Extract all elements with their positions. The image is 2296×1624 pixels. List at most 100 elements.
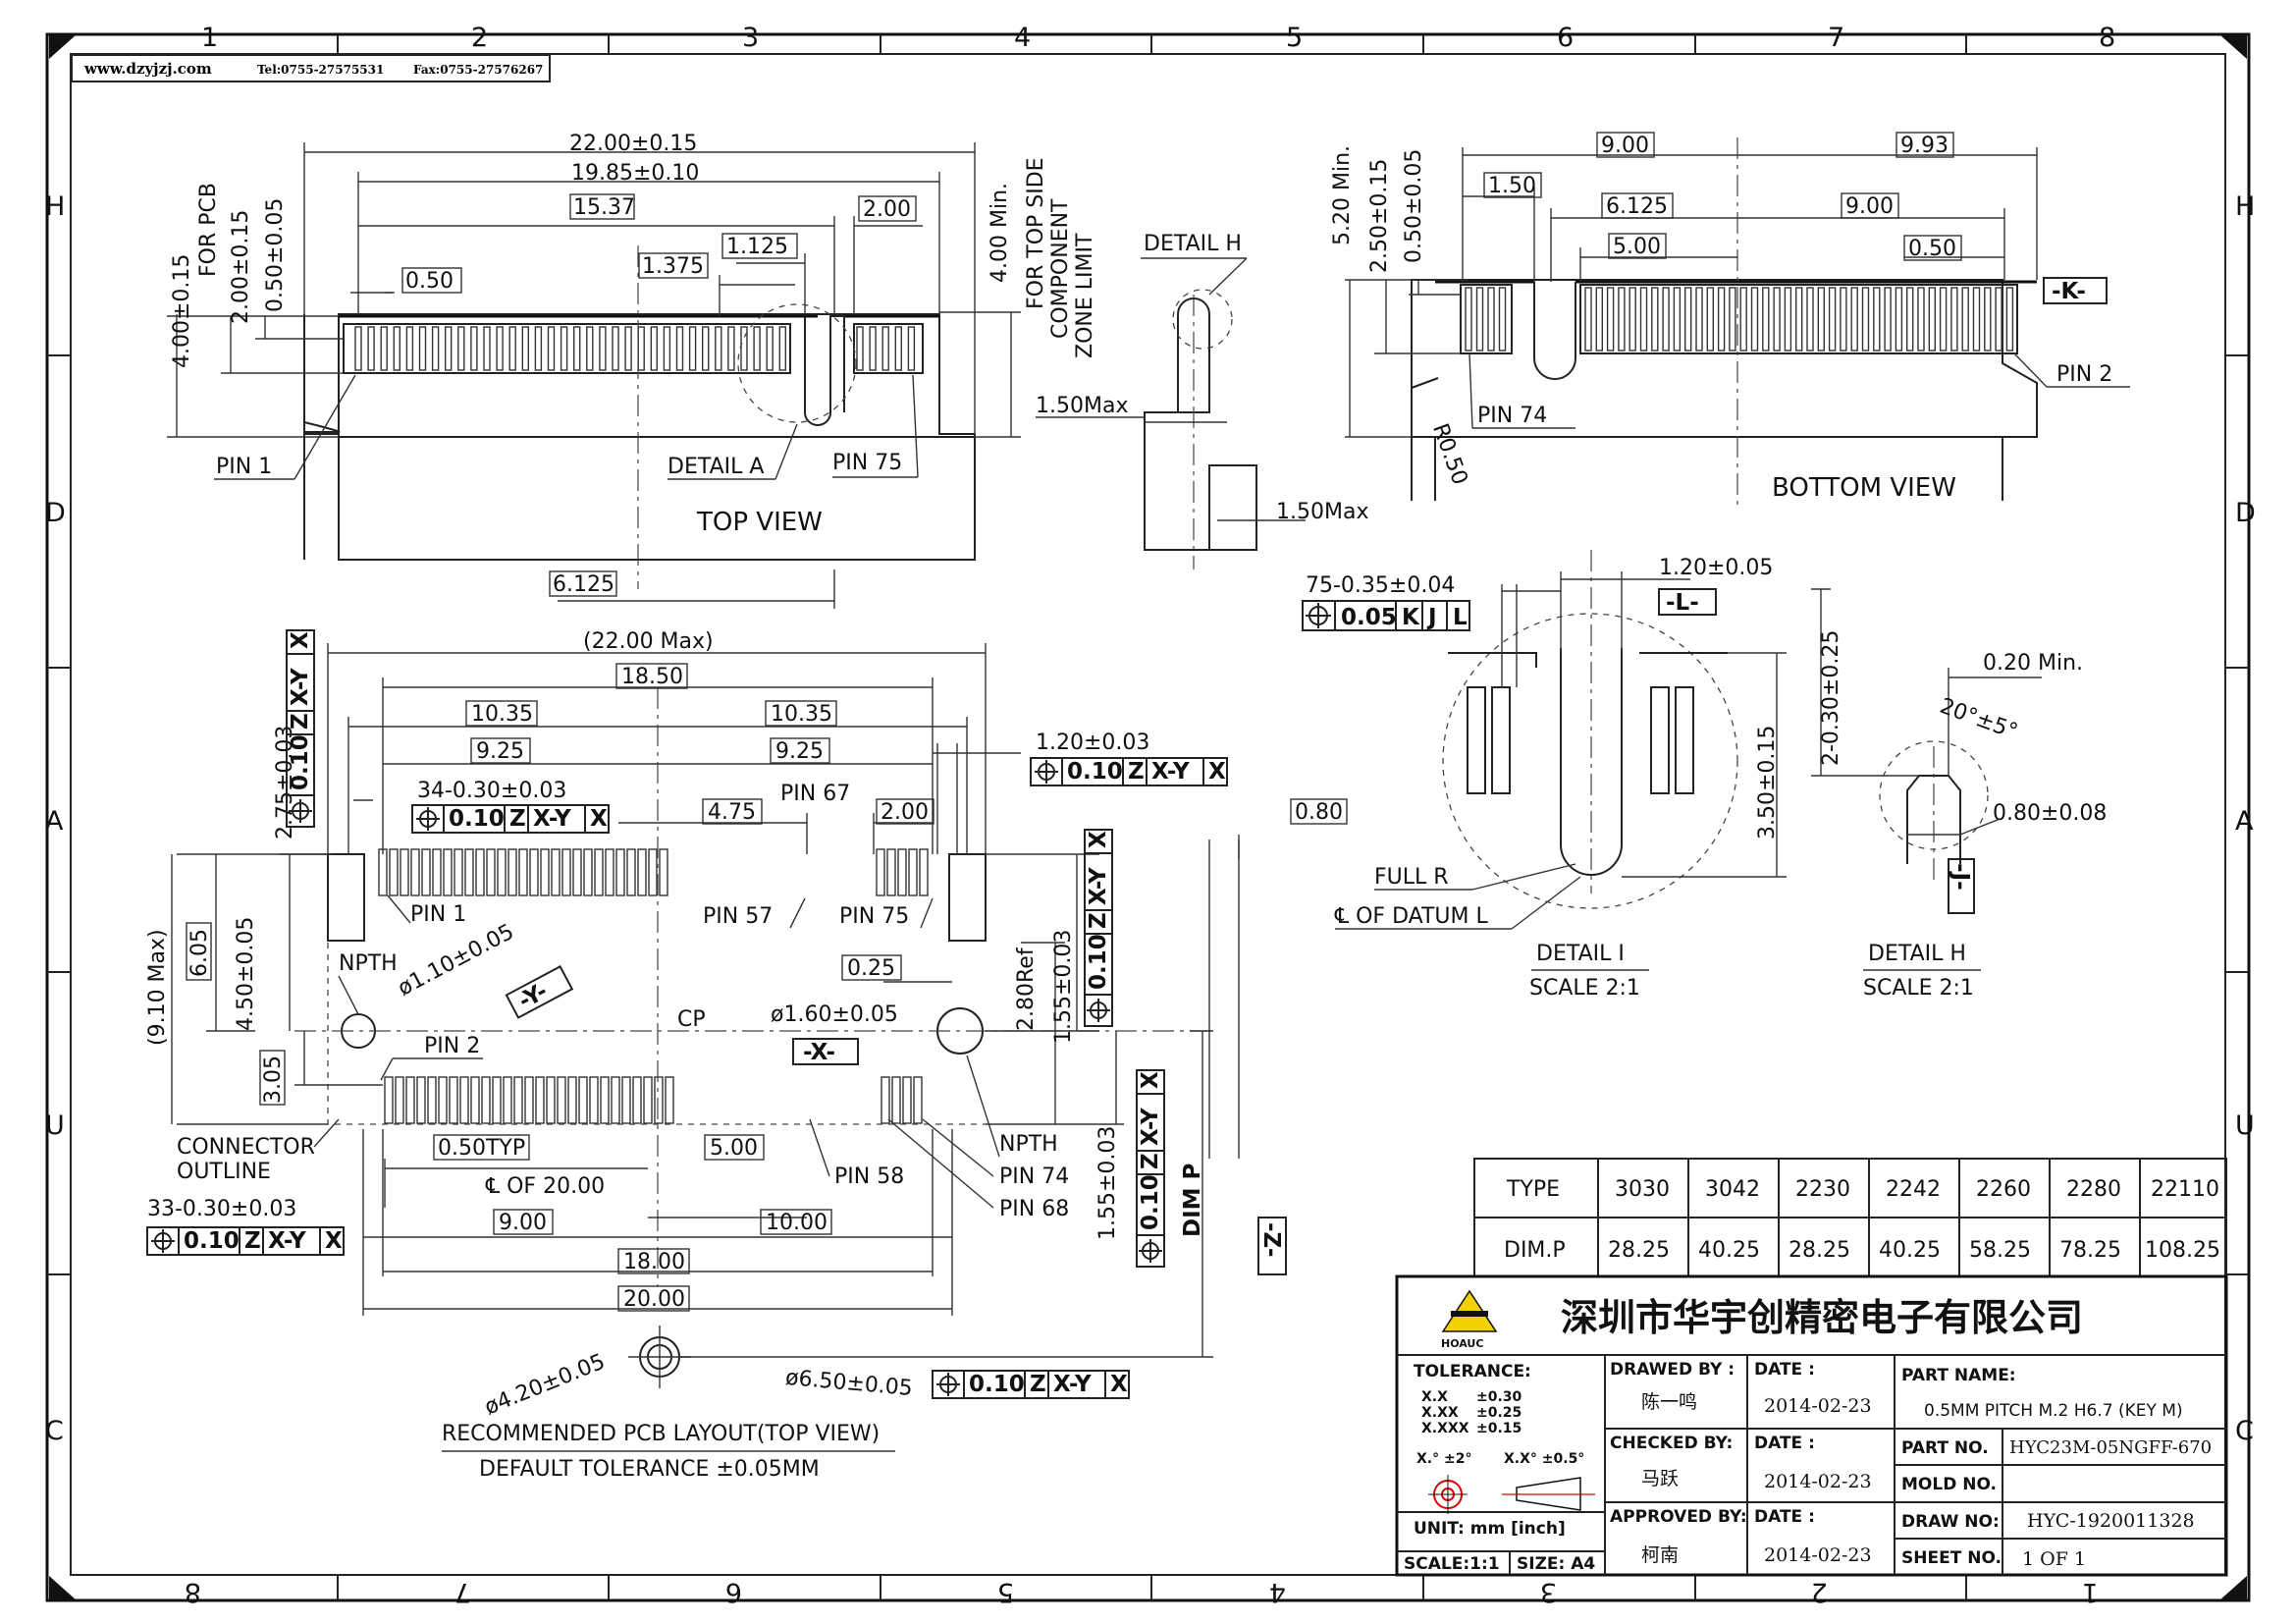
top-dim-19-85: 19.85±0.10 [571,161,699,186]
tol-row1-key: X.X [1421,1389,1448,1405]
tolerance-label: TOLERANCE: [1414,1362,1531,1381]
fcf-cell: X [1208,759,1226,785]
part-no-label: PART NO. [1901,1438,1989,1458]
connector-pin [1651,287,1659,352]
connector-pin [1917,287,1925,352]
fcf-cell: 0.10 [969,1372,1025,1397]
pcb-dim-2-75: 2.75±0.03 [273,726,297,839]
fcf-cell: Z [244,1228,261,1254]
fcf-l: L [1453,605,1468,630]
pcb-pad [643,1076,653,1124]
connector-pin [881,326,889,371]
logo-text: HOAUC [1441,1337,1483,1350]
pcb-dim-dia-1-60: ø1.60±0.05 [771,1002,898,1027]
connector-pin [534,326,543,371]
pcb-pad [540,848,550,896]
zone-bottom-6: 6 [725,1577,742,1607]
pcb-pad [384,1076,394,1124]
top-dim-22-00: 22.00±0.15 [569,132,697,156]
top-dim-1-125: 1.125 [726,235,788,259]
connector-pin [1995,287,2002,352]
pcb-pad [400,848,409,896]
tol-row2-key: X.XX [1421,1405,1459,1421]
pcb-pad [659,848,668,896]
pcb-pad [637,848,647,896]
top-view-title: TOP VIEW [696,508,823,537]
checked-by-label: CHECKED BY: [1610,1434,1733,1453]
top-view: 15.37 2.00 1.125 1.375 0.50 22.00±0.15 1… [167,132,1097,609]
detail-h-title: DETAIL H [1868,942,1966,966]
connector-pin [1784,287,1792,352]
table-header-2242: 2242 [1886,1177,1941,1202]
top-dim-2-00: 2.00 [863,197,911,222]
pcb-pad [454,848,463,896]
pcb-pad [432,848,442,896]
detail-i: 75-0.35±0.04 1.20±0.05 3.50±0.15 0.05 K … [1302,550,1787,1001]
drawing-frame [45,32,2251,1602]
date-label-2: DATE : [1754,1434,1815,1453]
bot-label-pin74: PIN 74 [1477,404,1547,428]
connector-pin [778,326,786,371]
pcb-label-pin2: PIN 2 [424,1034,480,1058]
connector-pin [1729,287,1736,352]
pcb-pad [464,848,474,896]
pcb-pad [486,848,496,896]
connector-pin [1762,287,1770,352]
top-note-zone-limit: ZONE LIMIT [1073,233,1097,358]
top-dim-4-00-min: 4.00 Min. [988,183,1012,283]
connector-pin [367,326,375,371]
connector-pin [727,326,735,371]
table-cell-2280: 78.25 [2059,1238,2121,1263]
pcb-pad [416,1076,426,1124]
pcb-pad [913,1076,923,1124]
company-logo: HOAUC [1441,1289,1498,1350]
connector-pin [766,326,774,371]
pcb-dim-6-05: 6.05 [187,929,212,977]
fcf-cell: 0.10 [184,1228,240,1254]
zone-left-d: D [45,498,66,528]
connector-pin [1972,287,1981,352]
connector-pin [1618,287,1626,352]
pcb-dim-34: 34-0.30±0.03 [417,779,566,803]
connector-pin [470,326,478,371]
connector-pin [688,326,697,371]
connector-pin [1794,287,1803,352]
zone-left-h: H [45,191,65,222]
connector-pin [1606,287,1615,352]
zone-right-a: A [2235,806,2254,837]
datum-y: -Y- [514,979,552,1015]
zone-top-2: 2 [471,23,488,53]
connector-pin [1683,287,1692,352]
pcb-pad [902,1076,912,1124]
connector-pin [856,326,864,371]
bot-dim-r050: R0.50 [1427,420,1471,488]
connector-pin [1717,287,1726,352]
side-view-detail-h: DETAIL H 1.50Max 1.50Max [1036,232,1368,569]
connector-pin [1895,287,1903,352]
dim-p-table: TYPE 3030 3042 2230 2242 2260 2280 22110… [1473,1158,2227,1277]
top-dim-6-125: 6.125 [553,572,614,597]
connector-pin [1475,287,1484,352]
pcb-pad [438,1076,448,1124]
bot-dim-0-50-005: 0.50±0.05 [1402,149,1426,263]
pcb-pad [589,1076,599,1124]
connector-pin [1465,287,1472,352]
sheet-no-value: 1 OF 1 [2022,1548,2086,1570]
connector-pin [1984,287,1992,352]
date-label-1: DATE : [1754,1360,1815,1380]
pcb-pad [551,848,561,896]
pcb-label-pin74: PIN 74 [999,1164,1069,1189]
pcb-pad [470,1076,480,1124]
pcb-pad [421,848,431,896]
connector-pin [1584,287,1592,352]
connector-pin [547,326,556,371]
draw-no-label: DRAW NO: [1901,1512,2000,1532]
pcb-dim-2-80ref: 2.80Ref [1014,947,1039,1031]
unit-text: UNIT: mm [inch] [1414,1519,1566,1539]
pcb-pad [908,848,918,896]
bot-dim-6-125: 6.125 [1606,194,1668,219]
connector-pin [663,326,671,371]
pcb-dim-18-50: 18.50 [621,665,683,689]
